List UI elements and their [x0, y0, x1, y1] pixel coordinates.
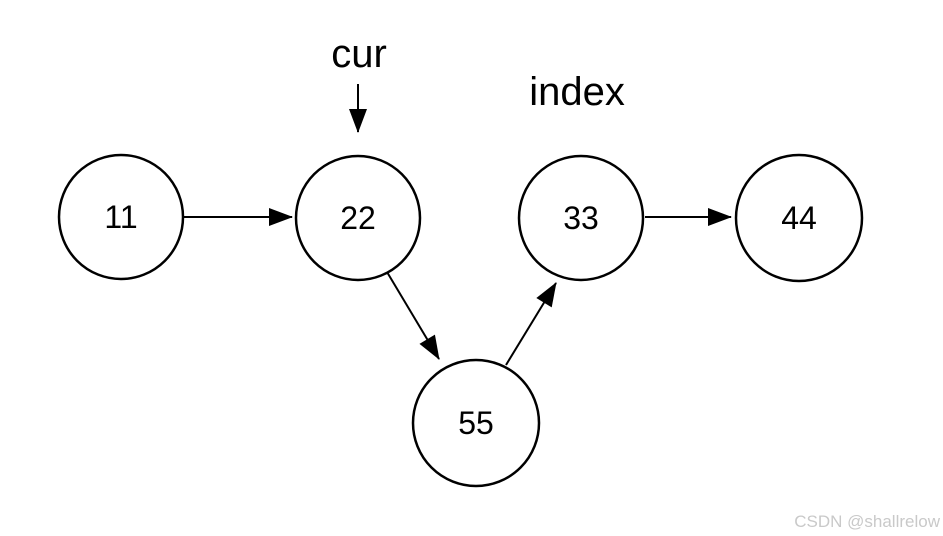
- list-node: 33: [517, 154, 645, 282]
- list-node: 22: [294, 154, 422, 282]
- node-value: 44: [781, 200, 817, 236]
- index-label: index: [529, 70, 625, 114]
- node-circle: [734, 153, 864, 283]
- node-circle: [411, 358, 541, 488]
- node-value: 55: [458, 405, 494, 441]
- arrow-55-to-33: [505, 282, 557, 366]
- node-value: 33: [563, 200, 599, 236]
- arrow-22-to-55: [386, 271, 440, 360]
- node-circle: [57, 153, 185, 281]
- node-circle: [294, 154, 422, 282]
- node-circle: [517, 154, 645, 282]
- cur-pointer-label: cur: [331, 32, 387, 76]
- list-node: 11: [57, 153, 185, 281]
- watermark: CSDN @shallrelow: [794, 512, 940, 531]
- node-value: 22: [340, 200, 376, 236]
- list-node: 55: [411, 358, 541, 488]
- node-value: 11: [104, 199, 137, 235]
- list-node: 44: [734, 153, 864, 283]
